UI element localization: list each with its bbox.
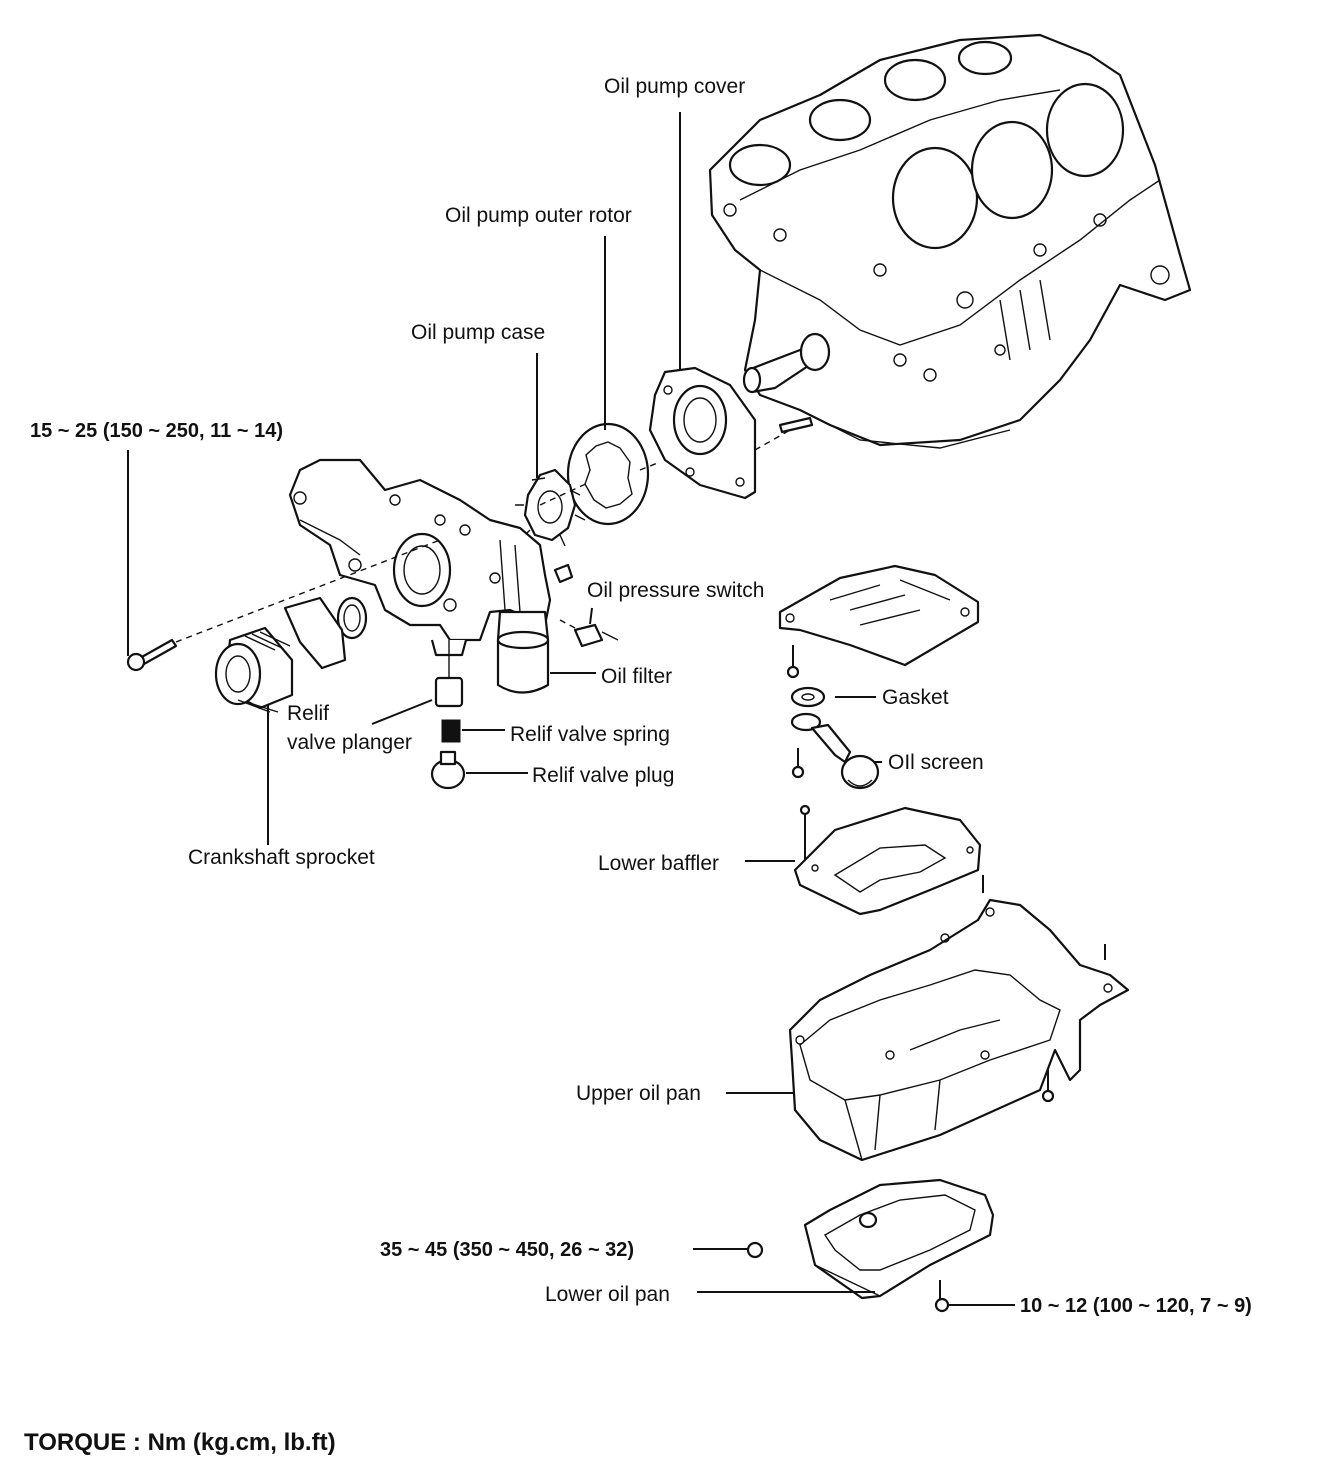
relif-valve-plug-part [430, 750, 466, 790]
leader-lines [127, 112, 1015, 1306]
crankshaft-sprocket-part [214, 626, 294, 713]
oil-pump-case-part [515, 468, 586, 547]
lower-baffler-part [793, 804, 984, 916]
oil-pump-body [288, 458, 552, 657]
label-oil-screen: OIl screen [888, 751, 984, 774]
torque-units-footer: TORQUE : Nm (kg.cm, lb.ft) [24, 1429, 336, 1456]
gasket-part [790, 686, 826, 708]
pump-plug-part [553, 563, 574, 584]
engine-block [708, 33, 1192, 449]
label-oil-pump-case: Oil pump case [411, 321, 545, 344]
seal-ring-part [336, 596, 368, 640]
label-relif-valve-planger: valve planger [287, 731, 412, 754]
label-relif-line1: Relif [287, 702, 329, 725]
oil-pump-cover-part [648, 366, 757, 500]
label-relif-valve-spring: Relif valve spring [510, 723, 670, 746]
oil-pump-outer-rotor-part [566, 422, 650, 526]
screen-bolt [786, 645, 805, 779]
label-upper-oil-pan: Upper oil pan [576, 1082, 701, 1105]
label-crankshaft-sprocket: Crankshaft sprocket [188, 846, 375, 869]
upper-baffle-part [778, 564, 980, 667]
label-lower-baffler: Lower baffler [598, 852, 719, 875]
label-lower-oil-pan: Lower oil pan [545, 1283, 670, 1306]
relif-valve-spring-part [441, 719, 461, 743]
label-relif-valve-plug: Relif valve plug [532, 764, 674, 787]
oil-screen-part [790, 712, 880, 790]
torque-pan-bolt: 10 ~ 12 (100 ~ 120, 7 ~ 9) [1020, 1295, 1252, 1317]
label-oil-pressure-switch: Oil pressure switch [587, 579, 764, 602]
oil-filter-part [496, 630, 550, 694]
spacer-plate-part [283, 596, 347, 670]
label-oil-filter: Oil filter [601, 665, 672, 688]
upper-oil-pan-part [788, 898, 1130, 1162]
pump-bolt-left [126, 638, 178, 672]
relif-valve-planger-part [434, 676, 464, 708]
torque-pump-bolt: 15 ~ 25 (150 ~ 250, 11 ~ 14) [30, 420, 283, 442]
torque-drain-plug: 35 ~ 45 (350 ~ 450, 26 ~ 32) [380, 1239, 634, 1261]
label-gasket: Gasket [882, 686, 949, 709]
label-oil-pump-outer-rotor: Oil pump outer rotor [445, 204, 632, 227]
label-oil-pump-cover: Oil pump cover [604, 75, 745, 98]
oil-pressure-switch-part [573, 623, 619, 648]
